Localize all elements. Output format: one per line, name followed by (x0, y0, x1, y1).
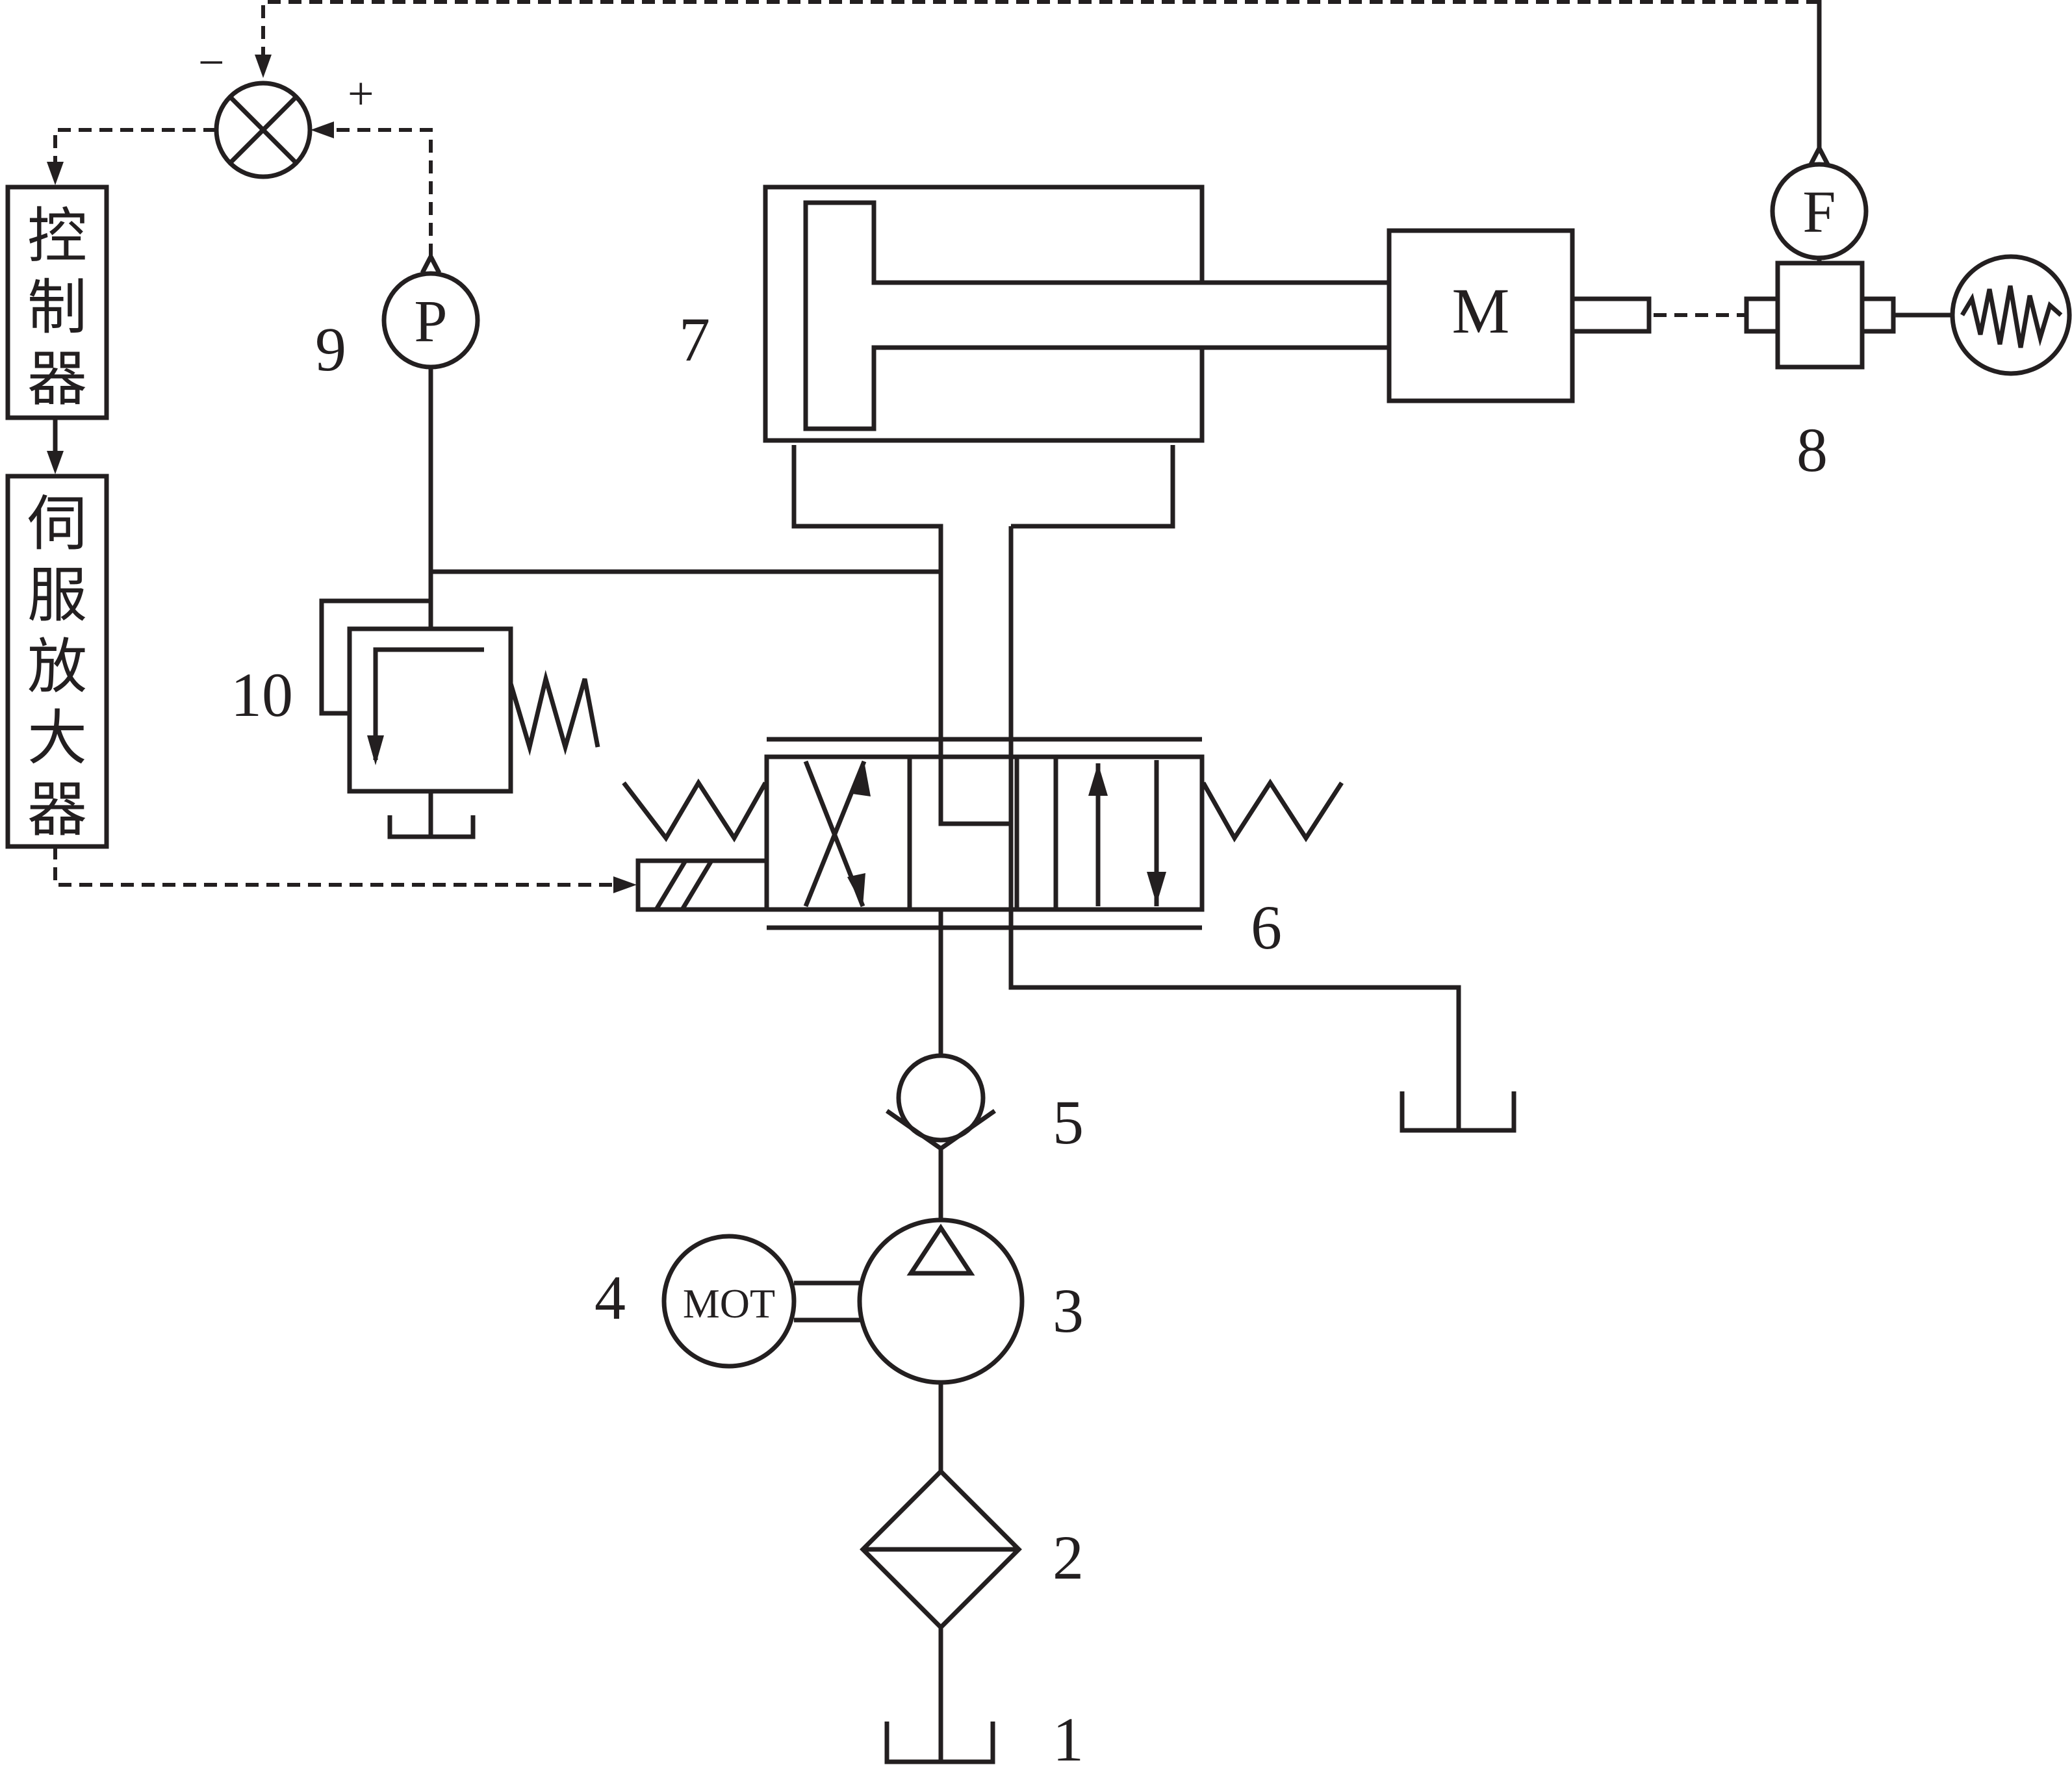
force-feedback-line (255, 0, 1819, 78)
mass-text: M (1452, 275, 1510, 347)
servo-valve-symbol (622, 737, 1344, 930)
controller-char: 控 (27, 201, 87, 271)
summing-junction-symbol (214, 81, 313, 179)
motor-pump-shaft (794, 1280, 861, 1323)
pressure-feedback-line (311, 121, 433, 257)
amplifier-char: 器 (27, 775, 87, 845)
reservoir-label: 1 (1053, 1705, 1084, 1767)
pump-symbol (857, 1217, 1025, 1385)
servo-amplifier-block: 伺 服 放 大 器 (5, 474, 109, 849)
servo-valve-label: 6 (1251, 893, 1282, 962)
signal-generator-symbol (1950, 254, 2072, 376)
force-sensor-assembly: F (1744, 0, 2072, 376)
force-sensor-text: F (1802, 179, 1835, 245)
amplifier-char: 放 (27, 632, 87, 702)
filter-label: 2 (1053, 1523, 1084, 1592)
amplifier-to-solenoid-line (53, 846, 637, 893)
cylinder-port-lines (791, 445, 1175, 757)
comparator-plus: + (348, 68, 374, 120)
amplifier-char: 服 (27, 561, 87, 630)
load-mass-symbol: M (1387, 228, 1652, 403)
error-signal-line (47, 128, 216, 185)
cylinder-label: 7 (679, 305, 710, 374)
controller-char: 器 (27, 344, 87, 414)
motor-text: MOT (683, 1280, 775, 1327)
pressure-sensor-label: 9 (315, 314, 346, 384)
relief-valve-symbol (319, 598, 600, 839)
amplifier-char: 大 (27, 704, 87, 773)
check-valve-symbol (885, 1053, 997, 1152)
motor-symbol: MOT (661, 1234, 797, 1369)
hydraulic-cylinder-symbol (763, 184, 1392, 443)
controller-to-amplifier-line (47, 418, 64, 474)
pressure-sensor-text: P (414, 288, 447, 354)
relief-valve-label: 10 (231, 660, 293, 730)
pump-label: 3 (1053, 1276, 1084, 1345)
controller-block: 控 制 器 (5, 184, 109, 420)
force-sensor-assembly-label: 8 (1797, 415, 1828, 485)
return-line-to-tank (938, 526, 1516, 1133)
motor-label: 4 (595, 1263, 626, 1332)
comparator-minus: − (198, 36, 225, 88)
filter-symbol (860, 1468, 1022, 1631)
amplifier-char: 伺 (27, 489, 87, 559)
controller-char: 制 (27, 273, 87, 342)
check-valve-label: 5 (1053, 1087, 1084, 1157)
